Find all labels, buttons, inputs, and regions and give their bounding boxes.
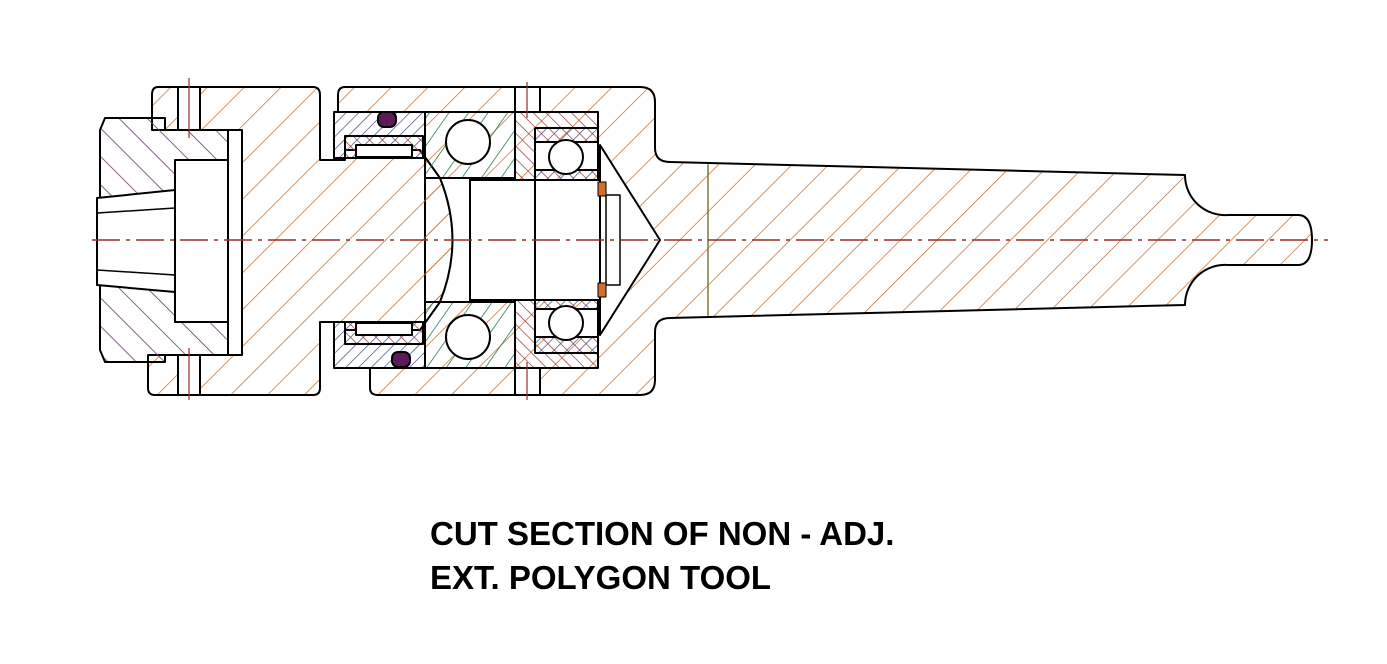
bearing-ball [548,305,584,341]
bearing-ball [445,119,491,165]
bearing-ball [548,139,584,175]
o-ring-seal [377,111,397,128]
pad [597,282,607,298]
title-line-1: CUT SECTION OF NON - ADJ. [430,515,895,552]
collet-slots [96,189,176,293]
pad [597,181,607,197]
bearing-ball [445,314,491,360]
collet-cavity [174,159,231,323]
o-ring-seal [391,351,411,368]
drawing-title: CUT SECTION OF NON - ADJ. EXT. POLYGON T… [430,512,894,600]
title-line-2: EXT. POLYGON TOOL [430,559,772,596]
collet-washer [227,129,243,356]
